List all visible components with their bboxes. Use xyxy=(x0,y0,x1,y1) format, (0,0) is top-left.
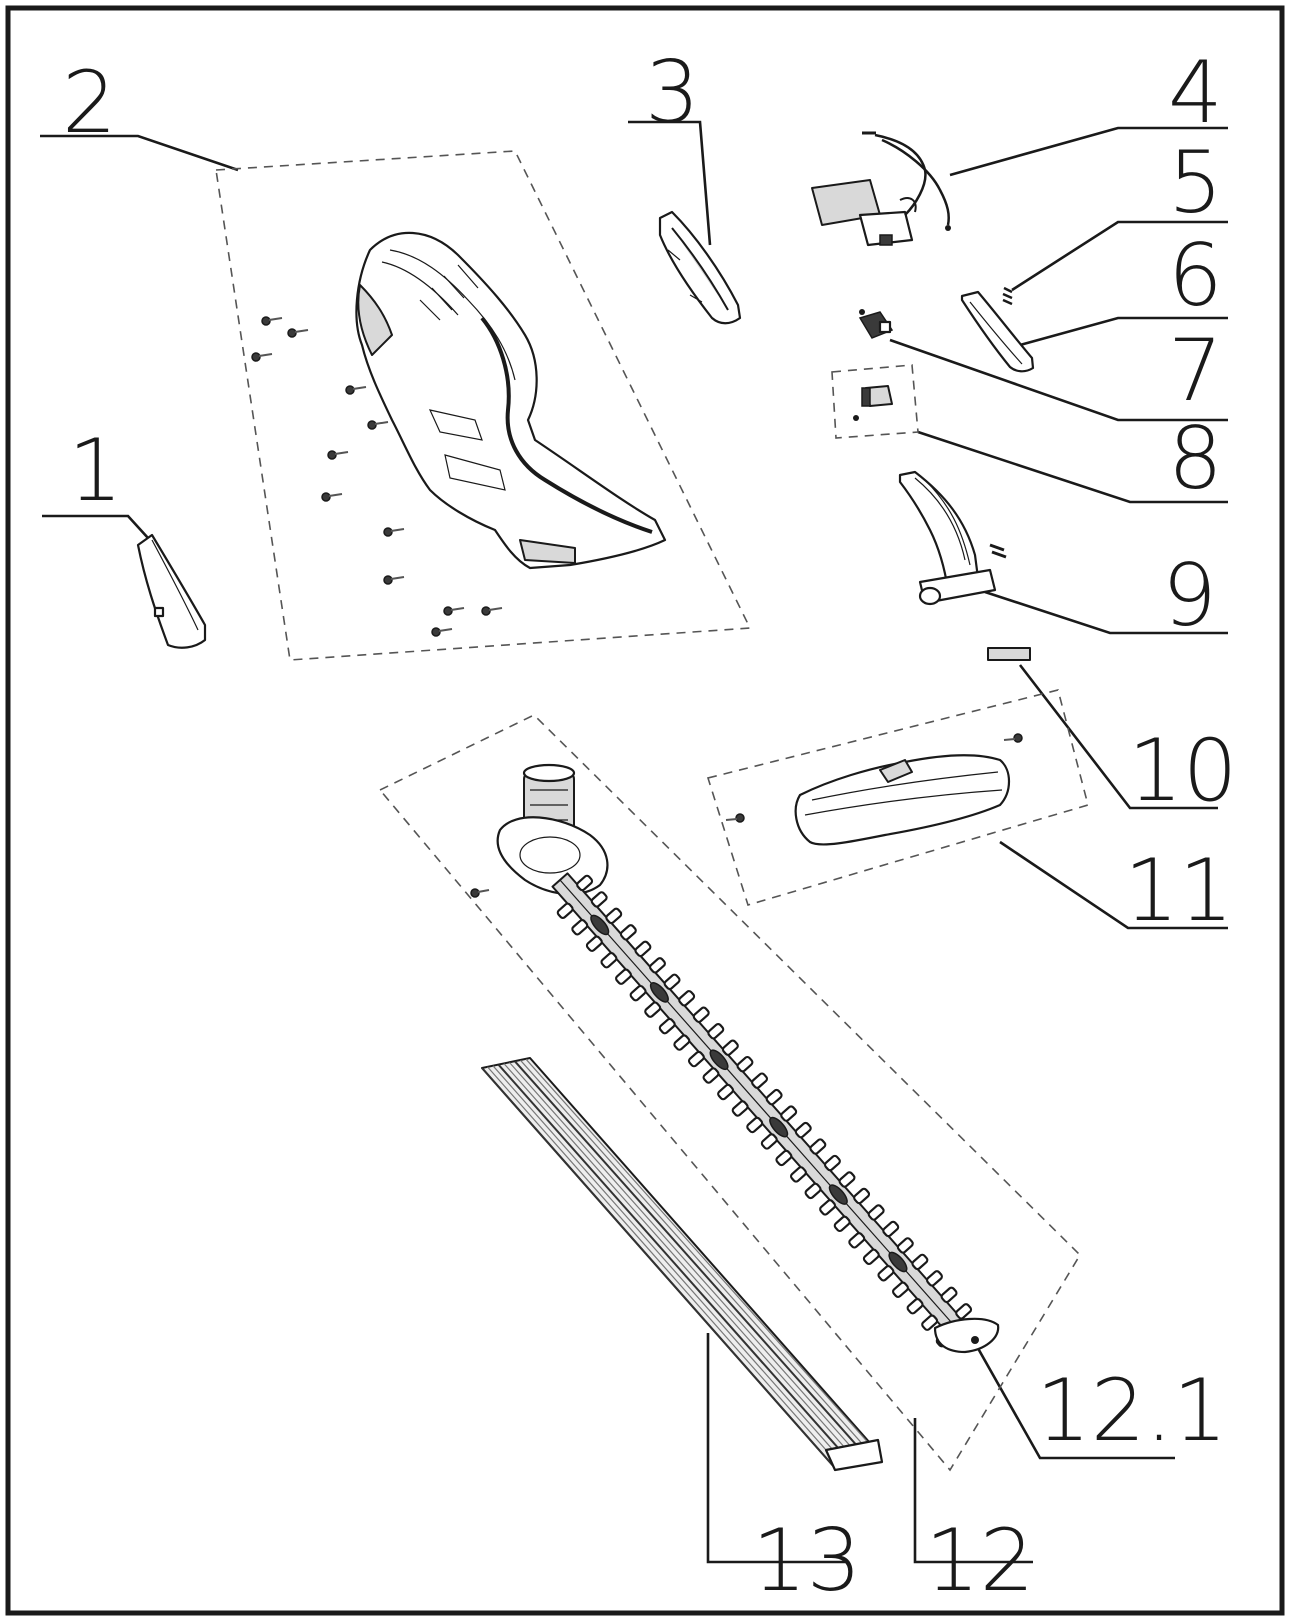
screws-group-2 xyxy=(251,316,503,637)
part-13-blade-sheath xyxy=(481,1057,884,1472)
part-8-lock-button-group xyxy=(831,364,919,439)
callout-label-3: 3 xyxy=(645,43,700,143)
sheath-rib xyxy=(509,1062,863,1461)
blade-tooth xyxy=(692,1006,710,1023)
blade-tooth xyxy=(882,1220,900,1238)
sheath-rib xyxy=(481,1067,836,1469)
blade-tooth xyxy=(853,1187,871,1205)
blade-tooth xyxy=(736,1055,754,1073)
blade-tooth xyxy=(663,973,681,990)
blade-bolt xyxy=(590,914,610,936)
blade-tooth xyxy=(906,1298,924,1315)
hedge-blade xyxy=(551,872,973,1348)
blade-tooth xyxy=(731,1100,749,1117)
blade-tooth xyxy=(780,1105,798,1122)
blade-tooth xyxy=(702,1067,720,1084)
blade-tooth xyxy=(877,1265,895,1282)
blade-tooth xyxy=(892,1281,909,1298)
blade-tooth xyxy=(760,1133,778,1150)
part-1-end-cap xyxy=(136,533,207,649)
sheath-rib xyxy=(520,1059,874,1457)
part-12-blade-assembly-group xyxy=(378,714,1082,1472)
blade-tooth xyxy=(717,1083,735,1101)
callout-label-12-1: 12.1 xyxy=(1036,1361,1227,1461)
blade-tooth xyxy=(707,1023,725,1040)
sheath-rib xyxy=(492,1065,847,1466)
sheath-rib xyxy=(497,1064,853,1464)
callout-label-8-upper: 8 xyxy=(1168,409,1223,509)
blade-tooth xyxy=(804,1182,822,1200)
blade-tooth xyxy=(819,1199,837,1216)
blade-tooth xyxy=(911,1253,929,1271)
callout-label-5: 5 xyxy=(1168,133,1223,233)
blade-tooth xyxy=(687,1050,705,1068)
blade-tooth xyxy=(721,1039,739,1056)
part-2-housing-group xyxy=(215,150,752,661)
blade-tooth xyxy=(809,1138,827,1155)
blade-tooth xyxy=(649,957,666,974)
blade-tooth xyxy=(794,1121,812,1139)
sheath-rib xyxy=(525,1058,880,1456)
callout-label-9: 9 xyxy=(1162,546,1217,646)
blade-tooth xyxy=(673,1034,691,1051)
blade-tooth xyxy=(629,984,647,1002)
callout-label-2: 2 xyxy=(62,53,117,153)
callout-label-11: 11 xyxy=(1124,841,1233,941)
part-10-small-bar xyxy=(987,647,1031,661)
callout-label-7: 7 xyxy=(1168,321,1223,421)
blade-tooth xyxy=(619,924,637,941)
part-3-side-cover xyxy=(658,210,742,325)
callout-label-10: 10 xyxy=(1128,721,1237,821)
part-5-spring xyxy=(1002,286,1013,306)
blade-tooth xyxy=(634,940,652,958)
blade-tooth xyxy=(862,1248,880,1266)
blade-tooth xyxy=(833,1215,851,1233)
blade-tooth xyxy=(615,968,632,985)
sheath-rib xyxy=(503,1063,858,1462)
blade-tooth xyxy=(585,935,603,952)
blade-tooth xyxy=(658,1017,676,1035)
blade-tooth xyxy=(838,1171,856,1188)
blade-tooth xyxy=(896,1237,914,1254)
blade-tooth xyxy=(867,1204,885,1221)
part-4-wiring-harness xyxy=(811,131,951,247)
blade-tooth xyxy=(571,919,589,936)
callout-label-4: 4 xyxy=(1168,43,1223,143)
sheath-rib xyxy=(487,1066,841,1467)
blade-tooth xyxy=(921,1314,939,1331)
blade-tooth xyxy=(576,874,594,892)
blade-bolt xyxy=(769,1116,789,1138)
blade-tooth xyxy=(751,1072,769,1089)
blade-tooth xyxy=(775,1149,793,1167)
leader-lines xyxy=(40,120,1228,1564)
blade-tooth xyxy=(746,1116,764,1134)
blade-tooth xyxy=(556,902,574,919)
blade-tooth xyxy=(926,1270,943,1287)
part-11-front-handle-group xyxy=(706,689,1089,906)
blade-tooth xyxy=(605,907,623,925)
blade-tooth xyxy=(678,990,696,1007)
blade-bolt xyxy=(888,1251,908,1273)
callout-label-6: 6 xyxy=(1168,226,1223,326)
blade-tooth xyxy=(600,952,618,969)
blade-tooth xyxy=(644,1001,662,1018)
sheath-rib xyxy=(514,1060,869,1459)
blade-tooth xyxy=(848,1232,866,1249)
blade-tooth xyxy=(765,1088,783,1106)
callout-label-1: 1 xyxy=(68,421,123,521)
blade-tooth xyxy=(940,1286,958,1304)
blade-bolt xyxy=(709,1049,729,1071)
blade-tooth xyxy=(789,1166,807,1183)
blade-bolt xyxy=(828,1184,848,1205)
blade-tooth xyxy=(955,1303,973,1320)
part-9-front-bracket xyxy=(898,470,1007,606)
part-6-trigger-lever xyxy=(960,290,1035,373)
part-7-switch xyxy=(858,309,894,339)
frame-border xyxy=(5,5,1285,1616)
blade-tooth xyxy=(823,1154,841,1172)
blade-bolt xyxy=(649,982,669,1003)
blade-tooth xyxy=(590,891,608,908)
